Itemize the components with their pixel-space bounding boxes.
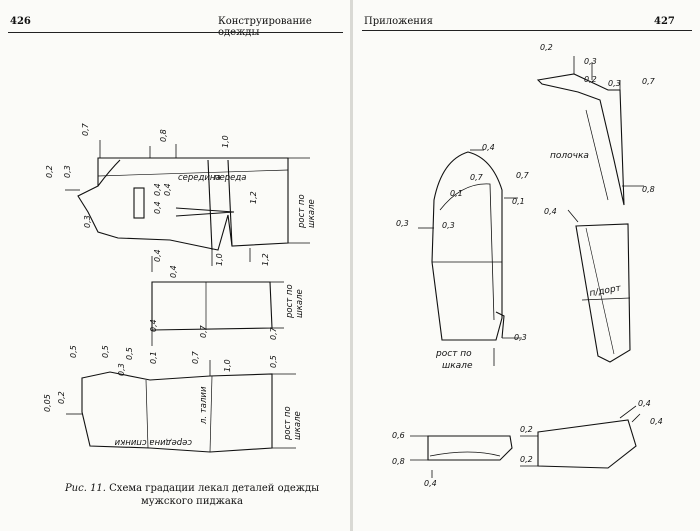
measure-label: 0,4 [638, 399, 651, 408]
measure-label: 0,1 [450, 189, 463, 198]
measure-label: 0,3 [83, 215, 92, 228]
measure-label: 0,4 [650, 417, 663, 426]
label-rost-po: рост по [285, 284, 295, 319]
right-page-number: 427 [654, 16, 675, 27]
measure-label: 0,3 [584, 57, 597, 66]
measure-label: 0,2 [57, 391, 66, 404]
label-rost-po: рост по [283, 406, 293, 441]
left-page: 426 Конструирование одежды [8, 16, 343, 508]
measure-label: 0,6 [392, 431, 405, 440]
sleeve-pattern-piece [431, 151, 503, 341]
collar-pattern-piece [536, 73, 625, 206]
measure-label: 0,5 [269, 355, 278, 368]
measure-label: 0,2 [520, 455, 533, 464]
lining-pattern-piece [575, 223, 631, 363]
label-shkale: шкале [307, 199, 317, 228]
caption-text: Схема градации лекал деталей одежды мужс… [109, 483, 320, 507]
measure-label: 0,4 [482, 143, 495, 152]
caption-lead: Рис. 11. [64, 483, 106, 494]
measure-label: 0,5 [101, 345, 110, 358]
measure-label: 0,3 [608, 79, 621, 88]
left-pattern-drawing: 0,7 0,8 1,0 0,2 0,3 0,4 0,4 0,4 1,2 0,3 … [43, 122, 317, 453]
measure-label: 0,7 [470, 173, 484, 182]
measure-label: 0,8 [159, 129, 168, 142]
label-l-talii: л. талии [199, 386, 209, 425]
measure-label: 0,7 [269, 326, 278, 340]
measure-label: 1,0 [221, 135, 230, 148]
measure-label: 0,4 [163, 183, 172, 196]
measure-label: 0,7 [199, 324, 208, 338]
left-page-number: 426 [10, 16, 31, 27]
label-shkale: шкале [442, 361, 473, 371]
measure-label: 0,5 [125, 347, 134, 360]
measure-label: 0,4 [149, 319, 158, 332]
measure-label: 0,4 [153, 183, 162, 196]
measure-label: 0,8 [642, 185, 655, 194]
label-seredina-spinki: середина спинки [114, 437, 192, 447]
measure-label: 0,4 [169, 265, 178, 278]
label-seredina: середина [178, 173, 221, 183]
right-header-rule [362, 30, 692, 31]
label-shkale: шкале [295, 289, 305, 318]
measure-label: 0,7 [191, 350, 200, 364]
measure-label: 0,3 [396, 219, 409, 228]
label-shkale: шкале [293, 411, 303, 440]
measure-label: 1,2 [261, 253, 270, 266]
measure-label: 0,2 [45, 165, 54, 178]
measure-label: 0,1 [512, 197, 525, 206]
measure-label: 0,05 [43, 394, 52, 412]
pocket-mark [133, 187, 145, 219]
figure-caption: Рис. 11. Схема градации лекал деталей од… [62, 482, 322, 508]
measure-label: 0,4 [153, 201, 162, 214]
welt-pattern-piece [537, 419, 637, 469]
label-polochka: полочка [550, 151, 589, 161]
label-rost-po: рост по [435, 349, 472, 359]
right-running-head: Приложения [364, 16, 433, 27]
measure-label: 0,3 [117, 363, 126, 376]
label-pereda: переда [214, 173, 247, 183]
measure-label: 0,7 [642, 77, 656, 86]
measure-label: 0,5 [69, 345, 78, 358]
left-header-rule [8, 32, 343, 33]
measure-label: 0,3 [63, 165, 72, 178]
measure-label: 0,4 [424, 479, 437, 488]
measure-label: 0,1 [149, 351, 158, 364]
label-dort: п/дорт [589, 283, 623, 298]
right-page: Приложения 427 [352, 0, 700, 531]
measure-label: 0,7 [516, 171, 530, 180]
measure-label: 0,3 [442, 221, 455, 230]
measure-label: 0,4 [153, 249, 162, 262]
measure-label: 0,2 [520, 425, 533, 434]
measure-label: 0,2 [540, 43, 553, 52]
measure-label: 0,7 [81, 122, 90, 136]
label-rost-po: рост по [297, 194, 307, 229]
book-gutter [350, 0, 353, 531]
measure-label: 1,0 [215, 253, 224, 266]
right-pattern-drawing: 0,2 0,3 0,2 0,3 0,7 0,4 0,7 0,7 0,1 0,1 … [392, 43, 663, 488]
measure-label: 0,3 [514, 333, 527, 342]
measure-label: 0,4 [544, 207, 557, 216]
measure-label: 1,2 [249, 191, 258, 204]
measure-label: 1,0 [223, 359, 232, 372]
measure-label: 0,8 [392, 457, 405, 466]
side-pattern-piece [151, 281, 273, 331]
pocket-flap-piece [427, 435, 513, 461]
measure-label: 0,2 [584, 75, 597, 84]
